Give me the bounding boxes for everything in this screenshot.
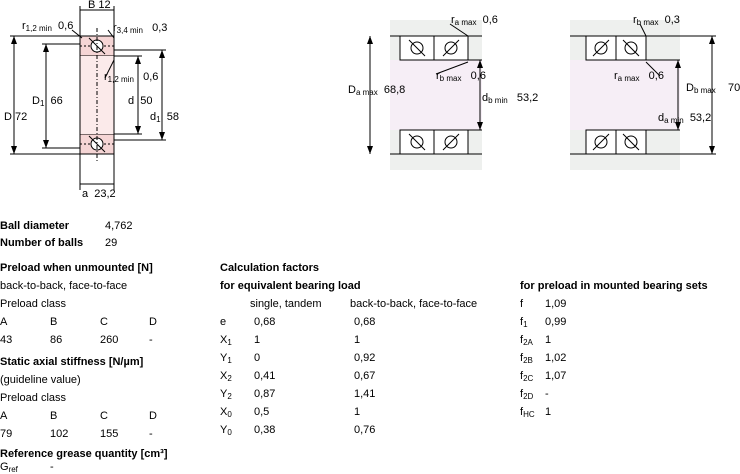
mounted-symbol: f1 [520,316,528,329]
calc-col-single: single, tandem [250,298,322,310]
preload-value-b: 86 [50,334,63,346]
dim-Damax: Da max 68,8 [348,84,406,97]
mounted-value: 1,09 [545,298,567,310]
calc-value-single: 0,87 [254,388,276,400]
dim-r34min: r3,4 min 0,3 [113,22,168,35]
mounted-symbol: f2A [520,334,533,347]
preload-class-b: B [50,316,58,328]
calc-symbol: e [220,316,227,328]
preload-value-a: 43 [0,334,13,346]
calc-symbol: X2 [220,370,232,383]
calc-symbol: Y2 [220,388,232,401]
calc-value-paired: 0,76 [354,424,376,436]
calc-symbol: Y1 [220,352,232,365]
dim-a: a 23,2 [82,188,116,200]
dim-B: B 12 [88,0,111,11]
mounted-value: 0,99 [545,316,567,328]
mounted-symbol: f [520,298,524,310]
bearing-section-drawing [10,6,166,190]
stiffness-class-d: D [149,410,157,422]
grease-value: - [50,461,54,473]
dim-D: D 72 [4,111,28,123]
calc-symbol: Y0 [220,424,232,437]
calc-value-paired: 0,92 [354,352,376,364]
grease-symbol: Gref [0,461,18,474]
mounted-symbol: fHC [520,406,535,419]
mounted-value: 1,07 [545,370,567,382]
mounted-symbol: f2B [520,352,533,365]
stiffness-value-a: 79 [0,428,13,440]
stiffness-class-label: Preload class [0,392,67,404]
mounted-title: for preload in mounted bearing sets [520,280,708,292]
calc-value-paired: 1 [354,406,361,418]
dim-r12min: r1,2 min 0,6 [22,20,74,33]
calc-value-paired: 0,68 [354,316,376,328]
dim-damin: da min 53,2 [658,112,712,125]
calc-value-single: 0 [254,352,261,364]
number-of-balls-value: 29 [105,237,118,249]
dim-r12min-inner: r1,2 min 0,6 [104,71,159,84]
mounted-value: 1 [545,334,552,346]
stiffness-title: Static axial stiffness [N/µm] [0,356,144,368]
stiffness-class-b: B [50,410,58,422]
preload-value-c: 260 [100,334,119,346]
calc-symbol: X1 [220,334,232,347]
number-of-balls-label: Number of balls [0,237,84,249]
calc-value-paired: 1,41 [354,388,376,400]
preload-class-d: D [149,316,157,328]
dim-rbmax-b: rb max 0,3 [633,14,680,27]
calc-value-paired: 1 [354,334,361,346]
dim-Dbmax: Db max 70 [686,82,740,95]
dim-rbmax-a: rb max 0,6 [436,70,486,83]
preload-value-d: - [149,334,153,346]
stiffness-value-c: 155 [100,428,119,440]
ball-diameter-value: 4,762 [105,220,133,232]
calc-value-single: 0,41 [254,370,276,382]
dim-d: d 50 [128,95,153,107]
preload-class-label: Preload class [0,298,67,310]
dim-D1: D1 66 [32,95,63,108]
dim-dbmin: db min 53,2 [482,92,539,105]
abutment-drawing-b [570,20,716,170]
mounted-value: 1,02 [545,352,567,364]
preload-class-c: C [100,316,108,328]
calc-value-single: 1 [254,334,261,346]
stiffness-class-c: C [100,410,108,422]
mounted-symbol: f2D [520,388,534,401]
calc-value-single: 0,5 [254,406,270,418]
abutment-drawing-a [367,20,483,170]
preload-arrangement: back-to-back, face-to-face [0,280,128,292]
preload-title: Preload when unmounted [N] [0,262,153,274]
calc-col-paired: back-to-back, face-to-face [350,298,478,310]
stiffness-note: (guideline value) [0,374,81,386]
calc-value-single: 0,68 [254,316,276,328]
dim-ramax-b: ra max 0,6 [614,70,664,83]
dim-d1: d1 58 [150,111,179,124]
calc-value-paired: 0,67 [354,370,376,382]
stiffness-value-d: - [149,428,153,440]
calc-subtitle: for equivalent bearing load [220,280,361,292]
shaft-band [390,60,482,130]
mounted-symbol: f2C [520,370,534,383]
stiffness-class-a: A [0,410,8,422]
stiffness-value-b: 102 [50,428,69,440]
grease-title: Reference grease quantity [cm³] [0,448,168,460]
calc-title: Calculation factors [220,262,320,274]
preload-class-a: A [0,316,8,328]
ball-diameter-label: Ball diameter [0,220,70,232]
mounted-value: 1 [545,406,552,418]
calc-value-single: 0,38 [254,424,276,436]
mounted-value: - [545,388,549,400]
calc-symbol: X0 [220,406,232,419]
dim-ramax-a: ra max 0,6 [451,14,498,27]
